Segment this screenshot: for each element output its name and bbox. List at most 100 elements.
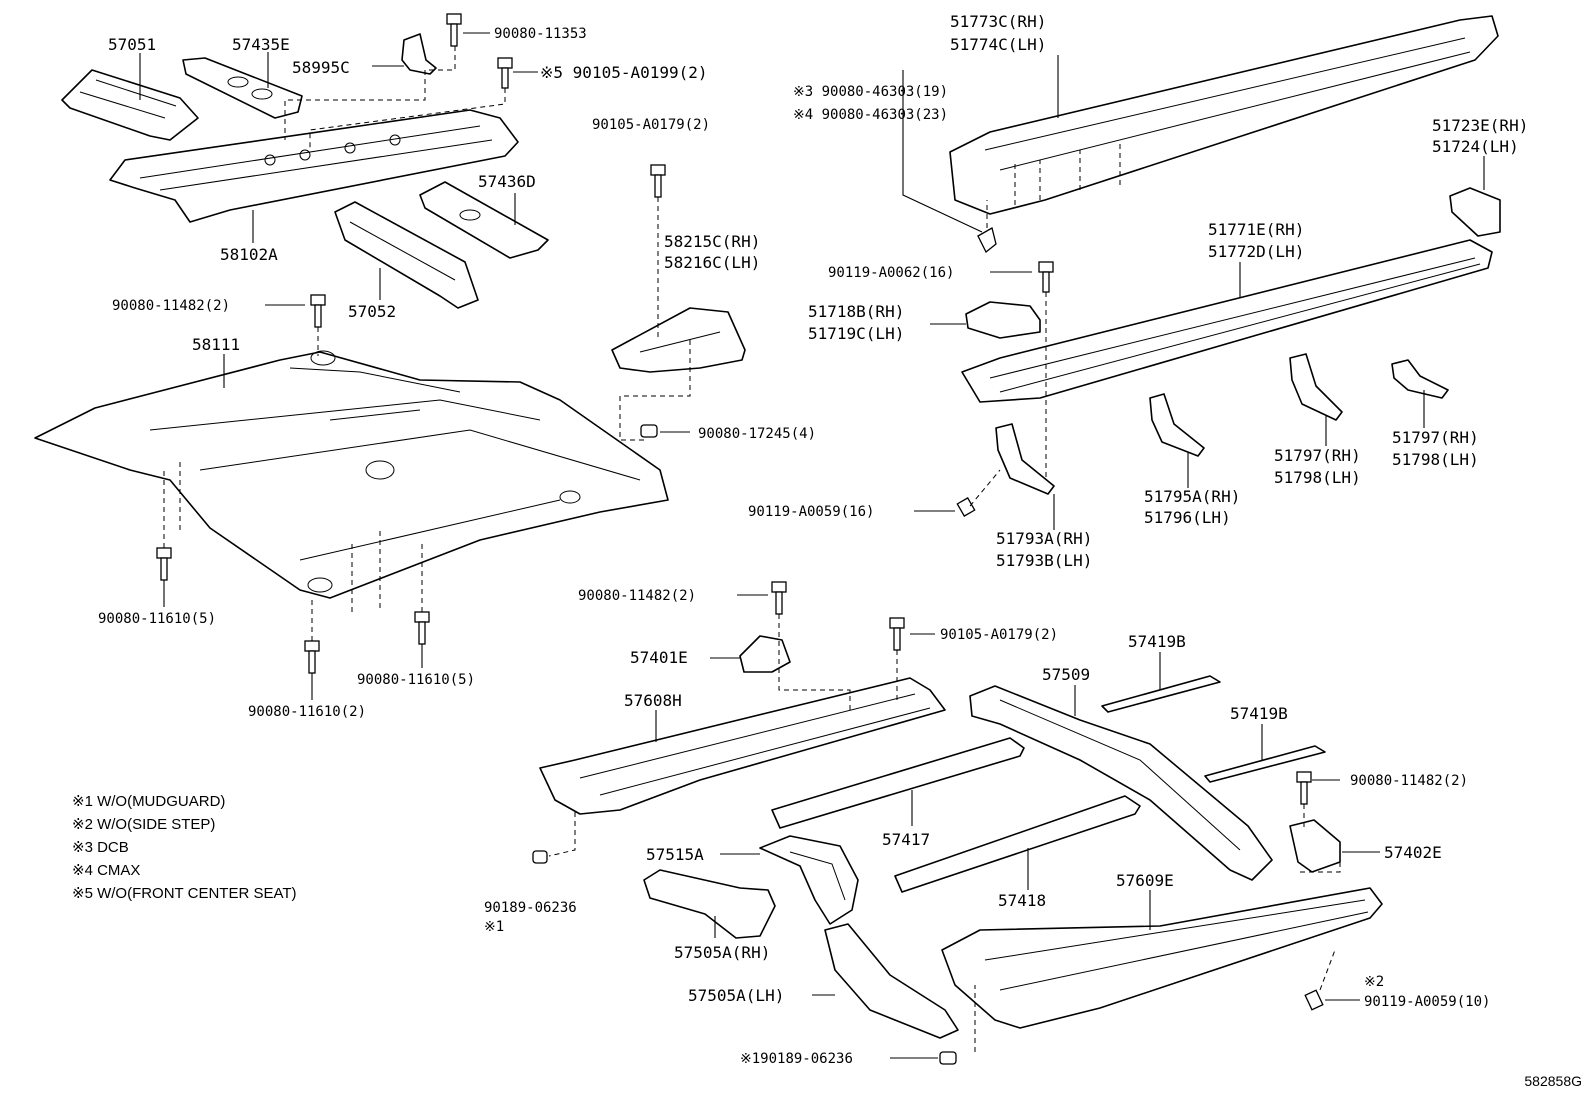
callout-90119-A0059-b: 90119-A0059(10) [1364,994,1490,1010]
bolt-90080-11482-b [771,581,787,615]
callout-57419B-b: 57419B [1230,704,1288,723]
callout-51772D: 51772D(LH) [1208,242,1304,261]
bolt-90080-11482-c [1296,771,1312,805]
callout-90080-11482-a: 90080-11482(2) [112,298,230,314]
part-58215C [611,307,746,373]
bolt-90080-11610-b [414,611,430,645]
callout-57402E: 57402E [1384,843,1442,862]
part-51771E [961,239,1493,403]
callout-58102A: 58102A [220,245,278,264]
bolt-90080-11610-c [304,640,320,674]
callout-51719C: 51719C(LH) [808,324,904,343]
part-57505A-LH [824,923,959,1039]
callout-57052: 57052 [348,302,396,321]
bolt-90105-A0179-b [889,617,905,651]
bolt-90080-11482-a [310,294,326,328]
callout-mark1: ※1 [484,919,504,935]
callout-90080-11482-b: 90080-11482(2) [578,588,696,604]
callout-90105-A0179-a: 90105-A0179(2) [592,117,710,133]
callout-57515A: 57515A [646,845,704,864]
clip-90189-06236-b [939,1051,957,1065]
part-51718B [965,301,1041,339]
callout-90105-A0199: ※5 90105-A0199(2) [540,63,708,82]
part-58111 [34,350,669,599]
callout-58216C: 58216C(LH) [664,253,760,272]
part-57418 [894,795,1141,893]
part-51795A [1149,393,1205,457]
callout-90105-A0179-b: 90105-A0179(2) [940,627,1058,643]
callout-58111: 58111 [192,335,240,354]
part-57436D [419,181,549,259]
callout-90080-46303-19: ※3 90080-46303(19) [793,84,948,100]
callout-57436D: 57436D [478,172,536,191]
legend-item: ※1 W/O(MUDGUARD) [72,793,226,810]
callout-51723E: 51723E(RH) [1432,116,1528,135]
callout-57417: 57417 [882,830,930,849]
legend-item: ※3 DCB [72,839,129,856]
callout-51718B: 51718B(RH) [808,302,904,321]
part-57608H [539,677,946,815]
part-51773C [949,15,1499,215]
callout-51793B: 51793B(LH) [996,551,1092,570]
bolt-90119-A0059-b [1304,989,1324,1011]
part-57052 [334,201,479,309]
part-57051 [61,69,199,141]
callout-90080-11353: 90080-11353 [494,26,587,42]
legend-item: ※2 W/O(SIDE STEP) [72,816,216,833]
part-57609E [941,887,1383,1029]
legend-item: ※4 CMAX [72,862,141,879]
callout-51798-a: 51798(LH) [1274,468,1361,487]
callout-90080-11610-a: 90080-11610(5) [98,611,216,627]
bolt-90080-11610-a [156,547,172,581]
bolt-90080-11353 [446,13,462,47]
callout-90080-11610-b: 90080-11610(5) [357,672,475,688]
callout-57401E: 57401E [630,648,688,667]
callout-57051: 57051 [108,35,156,54]
callout-90189-06236-a: 90189-06236 [484,900,577,916]
part-57401E [739,635,791,673]
callout-57419B-a: 57419B [1128,632,1186,651]
callout-90119-A0062: 90119-A0062(16) [828,265,954,281]
callout-57609E: 57609E [1116,871,1174,890]
callout-mark2: ※2 [1364,974,1384,990]
callout-51798-b: 51798(LH) [1392,450,1479,469]
callout-90119-A0059-a: 90119-A0059(16) [748,504,874,520]
callout-90189-06236-b: ※190189-06236 [740,1051,853,1067]
part-57435E [182,57,303,119]
callout-51797-a: 51797(RH) [1274,446,1361,465]
assembly-lines [163,46,1341,1052]
legend-item: ※5 W/O(FRONT CENTER SEAT) [72,885,297,902]
part-51793A [995,423,1055,495]
bolt-90119-A0062 [1038,261,1054,293]
callout-57435E: 57435E [232,35,290,54]
callout-57505A-LH: 57505A(LH) [688,986,784,1005]
part-51723E [1449,187,1501,237]
callout-51793A: 51793A(RH) [996,529,1092,548]
clip-90189-06236-a [532,850,548,864]
part-57515A [759,835,859,925]
part-58102A [109,109,519,223]
part-51797-a [1289,353,1343,421]
part-57419B-a [1101,675,1221,713]
callout-51797-b: 51797(RH) [1392,428,1479,447]
callout-58995C: 58995C [292,58,350,77]
callout-90080-46303-23: ※4 90080-46303(23) [793,107,948,123]
callout-90080-11610-c: 90080-11610(2) [248,704,366,720]
callout-51795A: 51795A(RH) [1144,487,1240,506]
callout-57509: 57509 [1042,665,1090,684]
callout-90080-11482-c: 90080-11482(2) [1350,773,1468,789]
callout-51774C: 51774C(LH) [950,35,1046,54]
callout-51771E: 51771E(RH) [1208,220,1304,239]
part-57505A-RH [643,869,776,939]
callout-58215C: 58215C(RH) [664,232,760,251]
leader-lines [139,32,1485,1059]
part-57402E [1289,819,1341,873]
part-58995C [401,33,437,75]
part-51797-b [1391,359,1449,399]
footnote-legend: ※1 W/O(MUDGUARD) ※2 W/O(SIDE STEP) ※3 DC… [72,790,297,905]
callout-57608H: 57608H [624,691,682,710]
clip-90080-46303 [977,227,997,254]
bolt-90105-A0179-a [650,164,666,198]
part-57509 [969,685,1273,881]
